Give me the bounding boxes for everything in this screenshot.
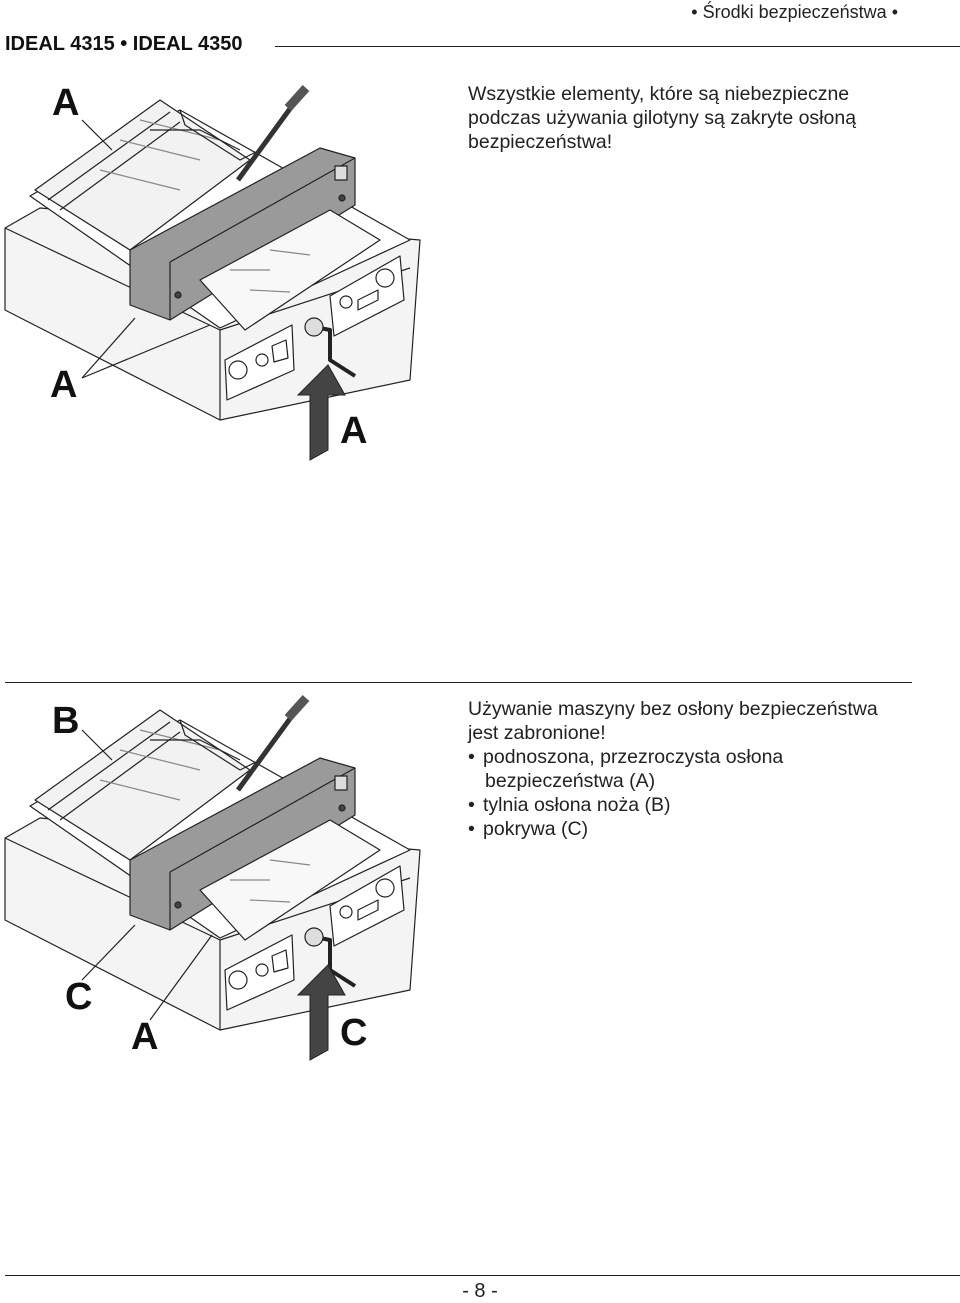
label-a: A: [131, 1016, 159, 1058]
text-line: podczas używania gilotyny są zakryte osł…: [468, 107, 857, 129]
footer-rule: [5, 1275, 960, 1276]
label-c: C: [65, 976, 93, 1018]
text-line: Wszystkie elementy, które są niebezpiecz…: [468, 83, 850, 105]
header-rule: [275, 46, 960, 47]
guard-list: podnoszona, przezroczysta osłona bezpiec…: [468, 745, 938, 841]
label-b: B: [52, 700, 80, 742]
text-line: bezpieczeństwa!: [468, 131, 613, 153]
guillotine-figure-guard-up: [4, 84, 421, 461]
list-item: tylnia osłona noża (B): [468, 793, 938, 817]
list-item-text: podnoszona, przezroczysta osłona: [483, 746, 784, 768]
safety-warning-text: Używanie maszyny bez osłony bezpieczeńst…: [468, 697, 938, 841]
label-a: A: [50, 364, 78, 406]
guillotine-figure-guards: [4, 694, 421, 1061]
page-number: - 8 -: [462, 1280, 498, 1302]
safety-intro-text: Wszystkie elementy, które są niebezpiecz…: [468, 82, 938, 154]
list-item-text: pokrywa (C): [483, 818, 589, 840]
warning-line: jest zabronione!: [468, 722, 606, 744]
label-a: A: [52, 82, 80, 124]
list-item: podnoszona, przezroczysta osłona bezpiec…: [468, 745, 938, 793]
section-title: • Środki bezpieczeństwa •: [691, 2, 898, 22]
label-a: A: [340, 410, 368, 452]
section-divider: [5, 682, 912, 683]
warning-line: Używanie maszyny bez osłony bezpieczeńst…: [468, 698, 878, 720]
list-item: pokrywa (C): [468, 817, 938, 841]
list-item-text: bezpieczeństwa (A): [485, 770, 656, 792]
label-c: C: [340, 1012, 368, 1054]
list-item-text: tylnia osłona noża (B): [483, 794, 671, 816]
model-title: IDEAL 4315 • IDEAL 4350: [5, 33, 243, 55]
